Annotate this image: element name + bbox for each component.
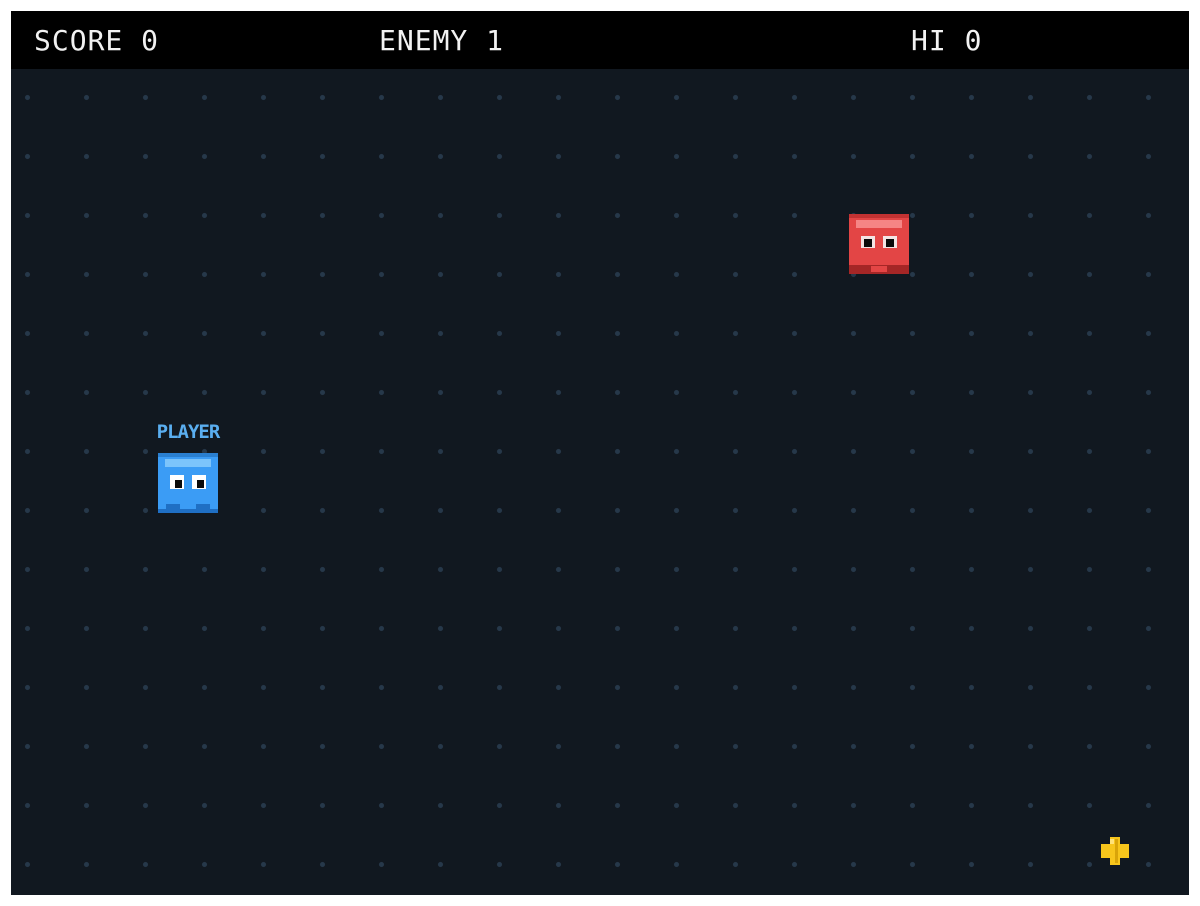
blue-ghost-icon[interactable] — [158, 453, 218, 513]
player-label: PLAYER — [156, 421, 221, 443]
hud-bar: SCORE 0 ENEMY 1 HI 0 — [11, 11, 1189, 69]
coin-icon[interactable] — [1100, 836, 1130, 866]
high-score-readout: HI 0 — [911, 24, 983, 57]
enemy-count-readout: ENEMY 1 — [379, 24, 505, 57]
game-canvas[interactable]: SCORE 0 ENEMY 1 HI 0 PLAYER — [11, 11, 1189, 895]
score-readout: SCORE 0 — [34, 24, 160, 57]
red-ghost-icon — [849, 214, 909, 274]
